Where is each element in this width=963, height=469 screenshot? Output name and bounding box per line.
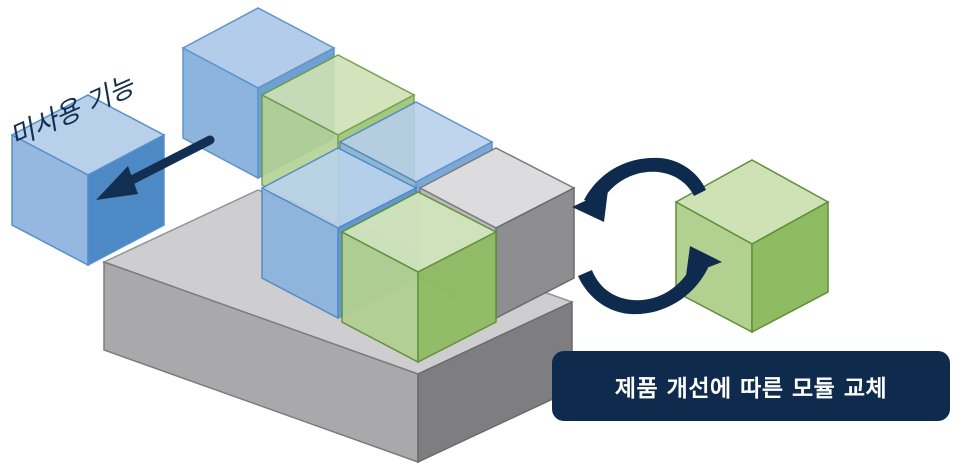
- caption-box: 제품 개선에 따른 모듈 교체: [552, 351, 950, 421]
- caption-text: 제품 개선에 따른 모듈 교체: [614, 376, 888, 402]
- removed-blue-module: [10, 94, 166, 267]
- replacement-green-module: [674, 159, 830, 334]
- swap-arrows-icon: [572, 157, 722, 315]
- green-module-front: [340, 191, 498, 364]
- removal-arrow-icon: [96, 135, 215, 200]
